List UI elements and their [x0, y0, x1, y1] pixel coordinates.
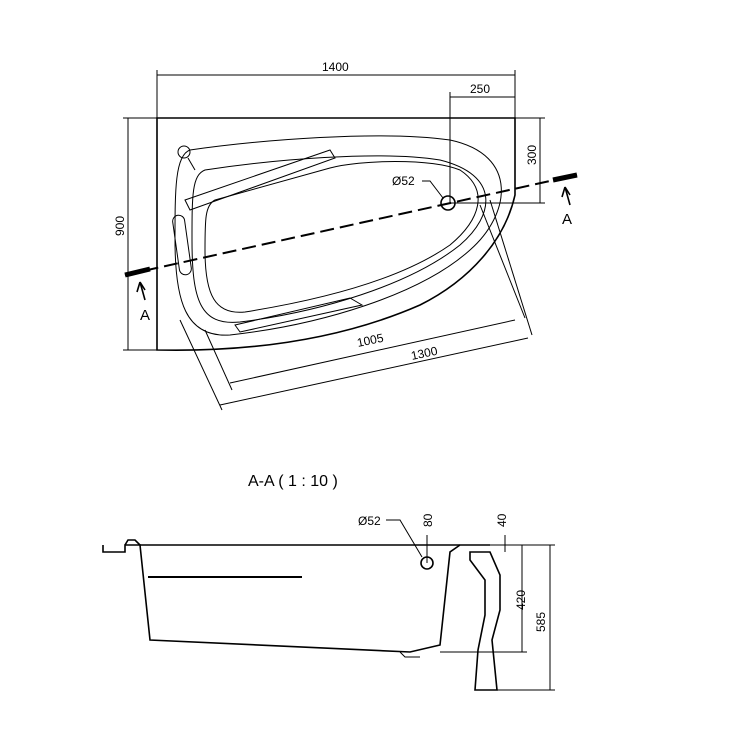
- drain-diameter-label: Ø52: [392, 174, 415, 188]
- section-line: [124, 174, 578, 276]
- dim-width-label: 1400: [322, 60, 349, 74]
- drain-outlet: [399, 651, 420, 658]
- section-drain-leader: [386, 519, 423, 558]
- tub-floor: [204, 161, 479, 313]
- support-leg: [469, 551, 501, 691]
- dim-inner-depth-label: 420: [514, 590, 528, 610]
- tub-outline: [156, 117, 516, 352]
- section-view: A-A ( 1 : 10 ) Ø52 80 40 420 585: [102, 473, 555, 691]
- ext-line: [489, 199, 533, 336]
- section-marker-right: A: [562, 211, 572, 228]
- armrest-left: [184, 149, 336, 211]
- section-line-end-left: [124, 266, 151, 278]
- armrest-bottom: [234, 297, 364, 333]
- dim-total-height-label: 585: [534, 612, 548, 632]
- drain-leader: [422, 180, 444, 199]
- dim-drain-y-label: 300: [525, 145, 539, 165]
- dim-depth-label: 900: [113, 216, 127, 236]
- section-drain-diameter-label: Ø52: [358, 514, 381, 528]
- dim-drain-height-label: 80: [421, 513, 435, 527]
- section-arrow-right: [561, 186, 571, 206]
- dim-line-1005: [229, 319, 516, 384]
- dim-drain-x-label: 250: [470, 82, 490, 96]
- ext-line: [204, 329, 233, 391]
- ext-line: [179, 319, 223, 411]
- handle-stem: [187, 157, 196, 171]
- headrest: [172, 214, 192, 276]
- dim-rim-height-label: 40: [495, 513, 509, 527]
- ext-line: [479, 204, 526, 319]
- dim-inner-length-label: 1005: [356, 331, 385, 350]
- tub-basin: [191, 155, 487, 323]
- plan-view: A A 1400 250 300 900 1005 1300 Ø52: [113, 60, 578, 411]
- section-marker-left: A: [140, 307, 150, 324]
- section-line-end-right: [552, 172, 578, 183]
- dim-outer-length-label: 1300: [410, 344, 439, 363]
- overflow-handle: [177, 145, 191, 159]
- section-title: A-A ( 1 : 10 ): [248, 473, 338, 490]
- section-tub-outline: [102, 539, 490, 653]
- section-arrow-left: [136, 281, 146, 301]
- dim-line-1300: [219, 337, 529, 406]
